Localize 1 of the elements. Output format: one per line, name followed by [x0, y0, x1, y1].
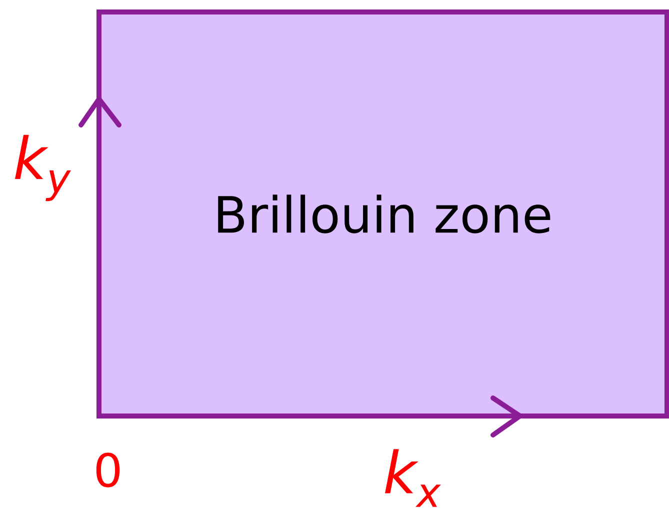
- zone-box: Brillouin zone: [96, 10, 669, 418]
